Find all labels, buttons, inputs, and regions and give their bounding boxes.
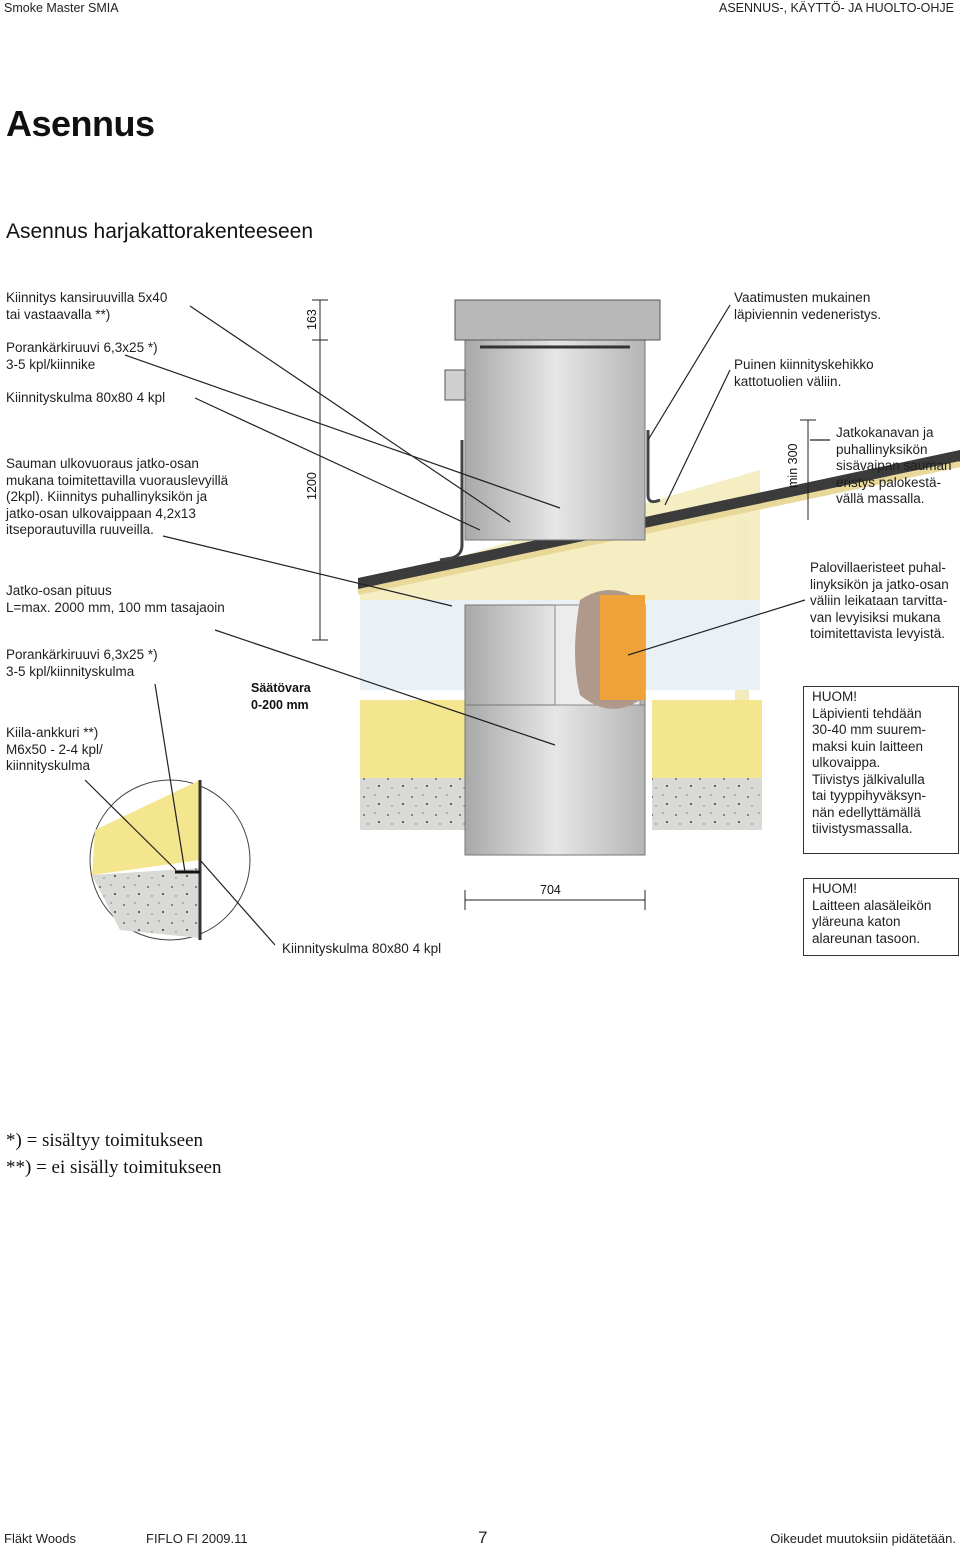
label-sauman-ulkovuoraus: Sauman ulkovuoraus jatko-osan mukana toi… bbox=[6, 456, 229, 537]
label-porankarkiruuvi-top: Porankärkiruuvi 6,3x25 *) 3-5 kpl/kiinni… bbox=[6, 340, 158, 372]
header-product: Smoke Master SMIA bbox=[4, 1, 119, 15]
leader-lines bbox=[84, 304, 830, 946]
label-jatkokanavan: Jatkokanavan ja puhallinyksikön sisävaip… bbox=[836, 425, 952, 506]
dim-704: 704 bbox=[540, 883, 561, 897]
label-palovillaeristeet: Palovillaeristeet puhal- linyksikön ja j… bbox=[810, 560, 949, 641]
label-saatovara: Säätövara 0-200 mm bbox=[251, 681, 311, 712]
note-huom-lapivienti: HUOM! Läpivienti tehdään 30-40 mm suurem… bbox=[803, 686, 959, 854]
dim-163: 163 bbox=[305, 309, 319, 330]
label-porankarkiruuvi-mid: Porankärkiruuvi 6,3x25 *) 3-5 kpl/kiinni… bbox=[6, 647, 158, 679]
label-kiinnityskulma-top: Kiinnityskulma 80x80 4 kpl bbox=[6, 390, 166, 405]
label-kiinnitys-kansiruuvi: Kiinnitys kansiruuvilla 5x40 tai vastaav… bbox=[6, 290, 168, 322]
section-subtitle: Asennus harjakattorakenteeseen bbox=[6, 220, 314, 243]
footer-doc-code: FIFLO FI 2009.11 bbox=[146, 1531, 248, 1546]
dim-min-300: min 300 bbox=[786, 443, 800, 488]
label-vaatimusten: Vaatimusten mukainen läpiviennin vedener… bbox=[734, 290, 882, 322]
footer-rights: Oikeudet muutoksiin pidätetään. bbox=[770, 1531, 956, 1546]
fan-unit-cap bbox=[454, 299, 661, 341]
note-huom-alasaleikko: HUOM! Laitteen alasäleikön yläreuna kato… bbox=[803, 878, 959, 956]
header-doc-type: ASENNUS-, KÄYTTÖ- JA HUOLTO-OHJE bbox=[719, 1, 954, 15]
installation-drawing: 163 1200 min 300 704 bbox=[84, 299, 960, 946]
legend-not-included: **) = ei sisälly toimitukseen bbox=[6, 1157, 222, 1178]
insulation-right bbox=[652, 700, 762, 778]
legend-included: *) = sisältyy toimitukseen bbox=[6, 1130, 204, 1151]
footer-company: Fläkt Woods bbox=[4, 1531, 77, 1546]
concrete-left bbox=[360, 778, 465, 830]
label-kiinnityskulma-bottom: Kiinnityskulma 80x80 4 kpl bbox=[282, 941, 442, 956]
label-kiila-ankkuri: Kiila-ankkuri **) M6x50 - 2-4 kpl/ kiinn… bbox=[6, 725, 103, 773]
page-title: Asennus bbox=[6, 103, 155, 144]
label-puinen: Puinen kiinnityskehikko kattotuolien väl… bbox=[734, 357, 874, 389]
footer-page-number: 7 bbox=[478, 1528, 488, 1547]
insulation-left bbox=[360, 700, 465, 778]
dim-1200: 1200 bbox=[305, 472, 319, 500]
label-jatko-osan-pituus: Jatko-osan pituus L=max. 2000 mm, 100 mm… bbox=[6, 583, 225, 615]
concrete-right bbox=[652, 778, 762, 830]
flashing bbox=[439, 440, 464, 562]
roof-surface bbox=[358, 450, 960, 590]
